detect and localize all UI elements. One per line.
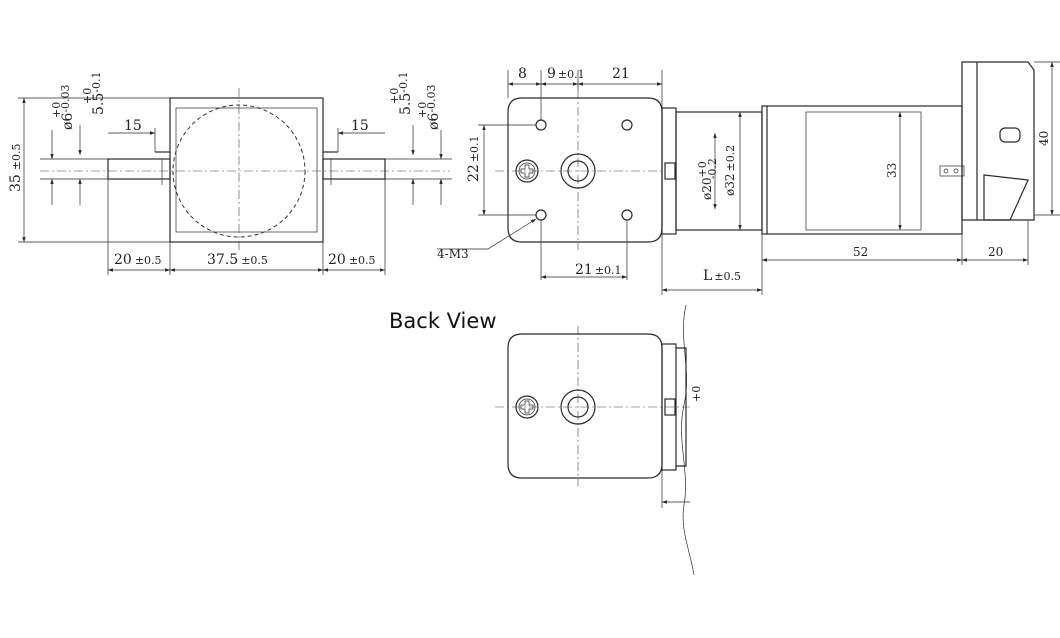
dim-shaft-diameter-left-upper: +0	[50, 102, 63, 118]
dim-flat-left-upper: +0	[81, 88, 94, 104]
collar-key	[664, 162, 676, 180]
back-view-title: Back View	[389, 309, 497, 333]
dim-shaft-left: 20±0.5	[114, 252, 162, 268]
back-collar-key	[664, 398, 676, 416]
dim-flat-length-left: 15	[124, 118, 142, 134]
phillips-icon	[520, 164, 534, 178]
right-shaft	[322, 158, 386, 180]
dim-52: 52	[853, 245, 868, 259]
dim-21-bottom: 21±0.1	[575, 262, 622, 278]
screw-head	[515, 159, 539, 183]
dim-height: 35±0.5	[8, 143, 24, 192]
end-cap-bevel	[983, 174, 1029, 221]
collar-ring	[675, 111, 763, 231]
motor-label	[805, 111, 922, 231]
dim-8: 8	[518, 66, 527, 82]
motor-body	[761, 105, 963, 235]
back-phillips-icon	[520, 400, 534, 414]
gearbox-body	[169, 97, 324, 243]
back-tol-fragment: +0	[690, 386, 703, 402]
dim-dia32: ø32±0.2	[723, 145, 737, 196]
back-output-hub	[560, 389, 596, 425]
side-view: 35±0.5 20±0.5 37.5±0.5 20±0.5 15 15 ø6-0…	[8, 72, 452, 275]
connector-tab	[999, 127, 1021, 143]
dim-9: 9±0.1	[547, 66, 585, 82]
output-hub	[560, 153, 596, 189]
back-output-shaft	[567, 396, 589, 418]
gear-collar	[661, 107, 677, 235]
mounting-hole	[535, 209, 547, 221]
motor-end-cap	[961, 61, 1035, 221]
back-view: Back View +0	[389, 304, 703, 576]
dim-40: 40	[1037, 131, 1051, 146]
holes-callout: 4-M3	[437, 247, 469, 261]
dim-21-top: 21	[612, 66, 630, 82]
dim-shaft-right: 20±0.5	[328, 252, 376, 268]
dim-33: 33	[885, 163, 899, 178]
dim-shaft-diameter-left: ø6-0.03	[59, 84, 76, 130]
back-collar-ring	[676, 347, 687, 467]
dim-flat-right: 5.5-0.1	[397, 72, 414, 115]
dim-flat-right-upper: +0	[388, 88, 401, 104]
gearbox-inner-outline	[175, 107, 318, 233]
dim-l: L±0.5	[703, 268, 741, 284]
dim-shaft-diameter-right: ø6-0.03	[425, 84, 442, 130]
gearbox-face	[507, 97, 663, 243]
mounting-hole	[621, 119, 633, 131]
dim-shaft-diameter-right-upper: +0	[416, 102, 429, 118]
dim-22: 22±0.1	[466, 135, 482, 182]
dim-20: 20	[988, 245, 1003, 259]
break-line	[681, 304, 695, 576]
back-screw-head	[515, 395, 539, 419]
dim-flat-length-right: 15	[351, 118, 369, 134]
dim-dia20: ø20+0-0.2	[696, 158, 719, 200]
back-gearbox-face	[507, 333, 663, 479]
dim-flat-left: 5.5-0.1	[90, 72, 107, 115]
left-shaft	[107, 158, 171, 180]
mounting-hole	[535, 119, 547, 131]
mounting-hole	[621, 209, 633, 221]
back-gear-collar	[661, 343, 677, 471]
terminal	[939, 165, 965, 177]
front-view: 8 9±0.1 21 22±0.1 21±0.1 4-M3 L±0.5 52 2…	[437, 61, 1060, 295]
dim-body-width: 37.5±0.5	[207, 252, 268, 268]
output-shaft	[567, 160, 589, 182]
